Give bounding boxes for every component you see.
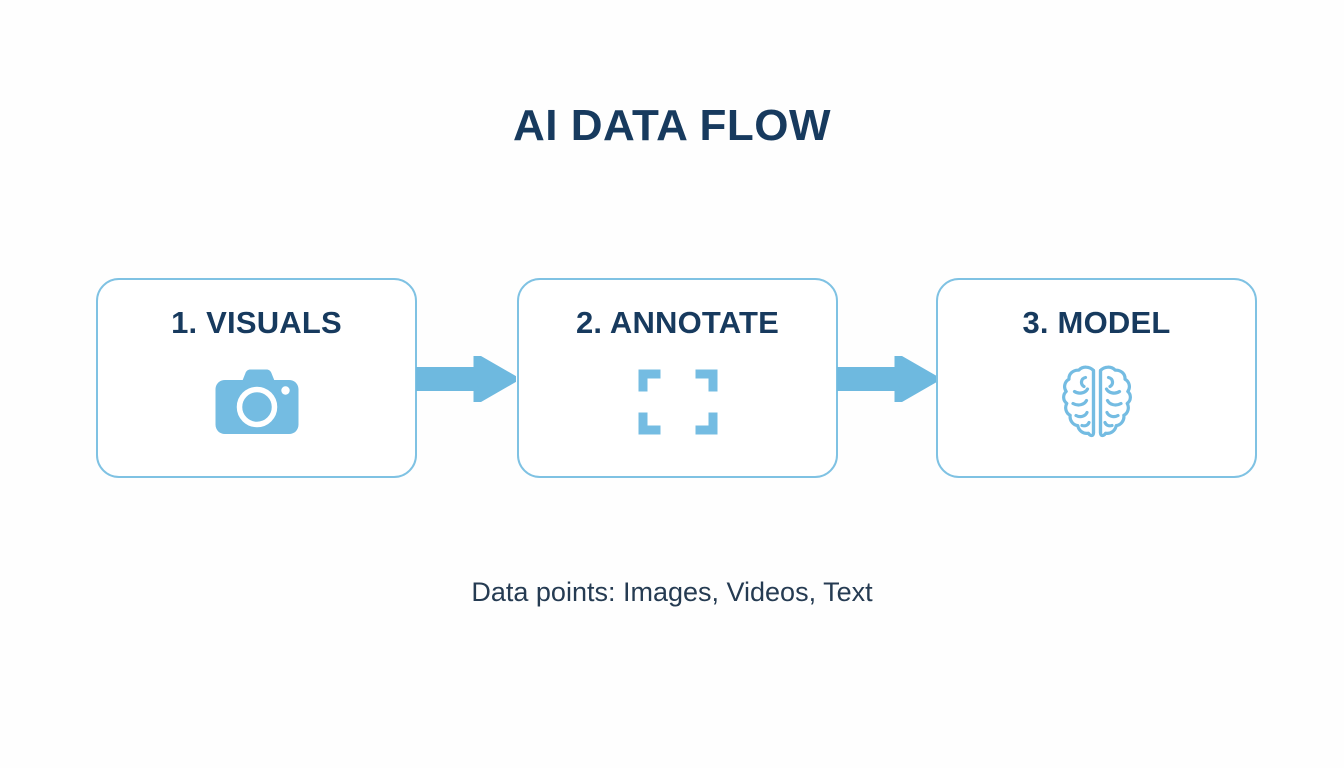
caption-text: Data points: Images, Videos, Text — [471, 577, 873, 607]
camera-icon — [214, 362, 300, 442]
crop-frame-icon — [635, 362, 721, 442]
flow-steps-row: 1. VISUALS 2. ANNOTATE — [96, 278, 1257, 479]
step-box-model[interactable]: 3. MODEL — [936, 278, 1257, 478]
step-label-model: 3. MODEL — [1022, 305, 1171, 340]
step-box-visuals[interactable]: 1. VISUALS — [96, 278, 417, 478]
brain-icon — [1054, 362, 1140, 442]
step-label-annotate: 2. ANNOTATE — [575, 305, 780, 340]
arrow-right-icon-2 — [837, 356, 937, 402]
step-label-visuals: 1. VISUALS — [171, 305, 342, 340]
arrow-right-icon-1 — [416, 356, 516, 402]
step-box-annotate[interactable]: 2. ANNOTATE — [517, 278, 838, 478]
page-title: AI DATA FLOW — [513, 101, 831, 150]
